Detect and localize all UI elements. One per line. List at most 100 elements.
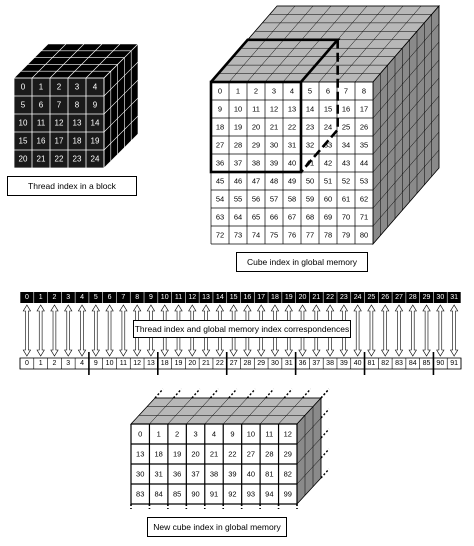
thread-index-cell: 0: [21, 83, 26, 92]
memory-strip-cell: 9: [94, 360, 98, 367]
global-cube-side-line: [372, 23, 440, 101]
global-index-cell: 19: [234, 123, 242, 132]
correspondence-arrow: [367, 304, 376, 357]
correspondence-arrow: [77, 304, 87, 357]
memory-strip-cell: 19: [175, 360, 183, 367]
global-index-cell: 46: [234, 177, 242, 186]
new-cube-side-line: [296, 457, 322, 485]
thread-strip-cell: 30: [436, 294, 444, 301]
new-cube-cell: 94: [265, 490, 273, 499]
thread-strip-cell: 26: [381, 294, 389, 301]
new-cube-cell: 81: [265, 470, 273, 479]
thread-index-cell: 9: [93, 101, 98, 110]
global-index-cell: 76: [288, 231, 296, 240]
new-cube-side-line: [296, 417, 322, 445]
global-index-cell: 49: [288, 177, 296, 186]
thread-strip-cell: 5: [94, 294, 98, 301]
new-cube-side-line: [296, 437, 322, 465]
new-cube-cell: 2: [175, 430, 179, 439]
thread-index-cell: 20: [19, 155, 28, 164]
new-cube-cell: 1: [157, 430, 161, 439]
global-index-cell: 39: [270, 159, 278, 168]
memory-strip-cell: 28: [243, 360, 251, 367]
correspondence-label: Thread index and global memory index cor…: [133, 320, 351, 338]
correspondence-arrow: [449, 304, 459, 357]
global-cube-top-line: [246, 5, 314, 83]
global-index-cell: 35: [360, 141, 368, 150]
global-cube-top-line: [264, 5, 332, 83]
thread-cube-top-line: [67, 43, 103, 79]
new-cube-cell: 27: [247, 450, 255, 459]
global-index-cell: 21: [270, 123, 278, 132]
global-index-cell: 0: [218, 87, 222, 96]
global-index-cell: 61: [342, 195, 350, 204]
global-index-cell: 43: [342, 159, 350, 168]
memory-strip-cell: 82: [381, 360, 389, 367]
new-cube-cell: 82: [284, 470, 292, 479]
global-cube-side-line: [372, 95, 440, 173]
thread-strip-cell: 9: [149, 294, 153, 301]
global-index-cell: 6: [326, 87, 330, 96]
thread-index-cell: 24: [91, 155, 100, 164]
new-cube-cell: 19: [173, 450, 181, 459]
thread-strip-cell: 10: [161, 294, 169, 301]
thread-strip-cell: 13: [202, 294, 210, 301]
thread-strip-cell: 7: [121, 294, 125, 301]
memory-strip-cell: 39: [340, 360, 348, 367]
global-cube-top-line: [282, 5, 350, 83]
thread-strip-cell: 19: [285, 294, 293, 301]
global-index-cell: 3: [272, 87, 276, 96]
memory-strip-cell: 11: [120, 360, 127, 367]
new-cube-top-line: [278, 397, 303, 425]
correspondence-arrow: [91, 304, 100, 357]
thread-strip-cell: 18: [271, 294, 279, 301]
new-cube-top-line: [259, 397, 285, 425]
correspondence-arrow: [119, 304, 128, 357]
new-cube-top-face: [130, 397, 322, 425]
new-cube-cell: 18: [154, 450, 162, 459]
thread-cube-side-line: [103, 61, 139, 97]
global-cube-side-line: [372, 131, 440, 209]
global-index-cell: 79: [342, 231, 350, 240]
memory-strip-cell: 12: [133, 360, 141, 367]
new-cube-cell: 28: [265, 450, 273, 459]
global-index-cell: 26: [360, 123, 368, 132]
thread-strip-cell: 16: [243, 294, 251, 301]
new-cube-cell: 84: [154, 490, 162, 499]
global-cube-side-line: [372, 59, 440, 137]
global-index-cell: 60: [324, 195, 332, 204]
correspondence-arrow: [408, 304, 417, 357]
global-index-cell: 28: [234, 141, 242, 150]
memory-strip-cell: 0: [25, 360, 29, 367]
global-index-cell: 42: [324, 159, 332, 168]
correspondence-arrow: [50, 304, 59, 357]
thread-cube-top-line: [49, 43, 85, 79]
memory-strip-cell: 31: [285, 360, 293, 367]
global-index-cell: 31: [288, 141, 296, 150]
global-index-cell: 8: [362, 87, 366, 96]
thread-index-cell: 4: [93, 83, 98, 92]
new-cube-cell: 36: [173, 470, 181, 479]
thread-index-cell: 7: [57, 101, 62, 110]
thread-index-cell: 21: [37, 155, 46, 164]
memory-strip-cell: 83: [395, 360, 403, 367]
global-index-cell: 47: [252, 177, 260, 186]
thread-strip-cell: 12: [188, 294, 196, 301]
global-cube-side-line: [372, 113, 440, 191]
sub-cube-hidden-edge: [300, 39, 339, 173]
global-index-cell: 37: [234, 159, 242, 168]
new-cube-extension: [320, 428, 330, 439]
new-cube-cell: 31: [154, 470, 162, 479]
global-index-cell: 16: [342, 105, 350, 114]
global-index-cell: 77: [306, 231, 314, 240]
memory-strip-cell: 18: [161, 360, 169, 367]
new-cube-top-line: [186, 397, 211, 425]
global-index-cell: 24: [324, 123, 332, 132]
thread-strip-cell: 24: [354, 294, 362, 301]
new-cube-cell: 9: [230, 430, 234, 439]
new-cube-extension: [246, 388, 256, 399]
new-cube-side-line: [296, 477, 322, 505]
new-cube-top-line: [130, 397, 156, 425]
